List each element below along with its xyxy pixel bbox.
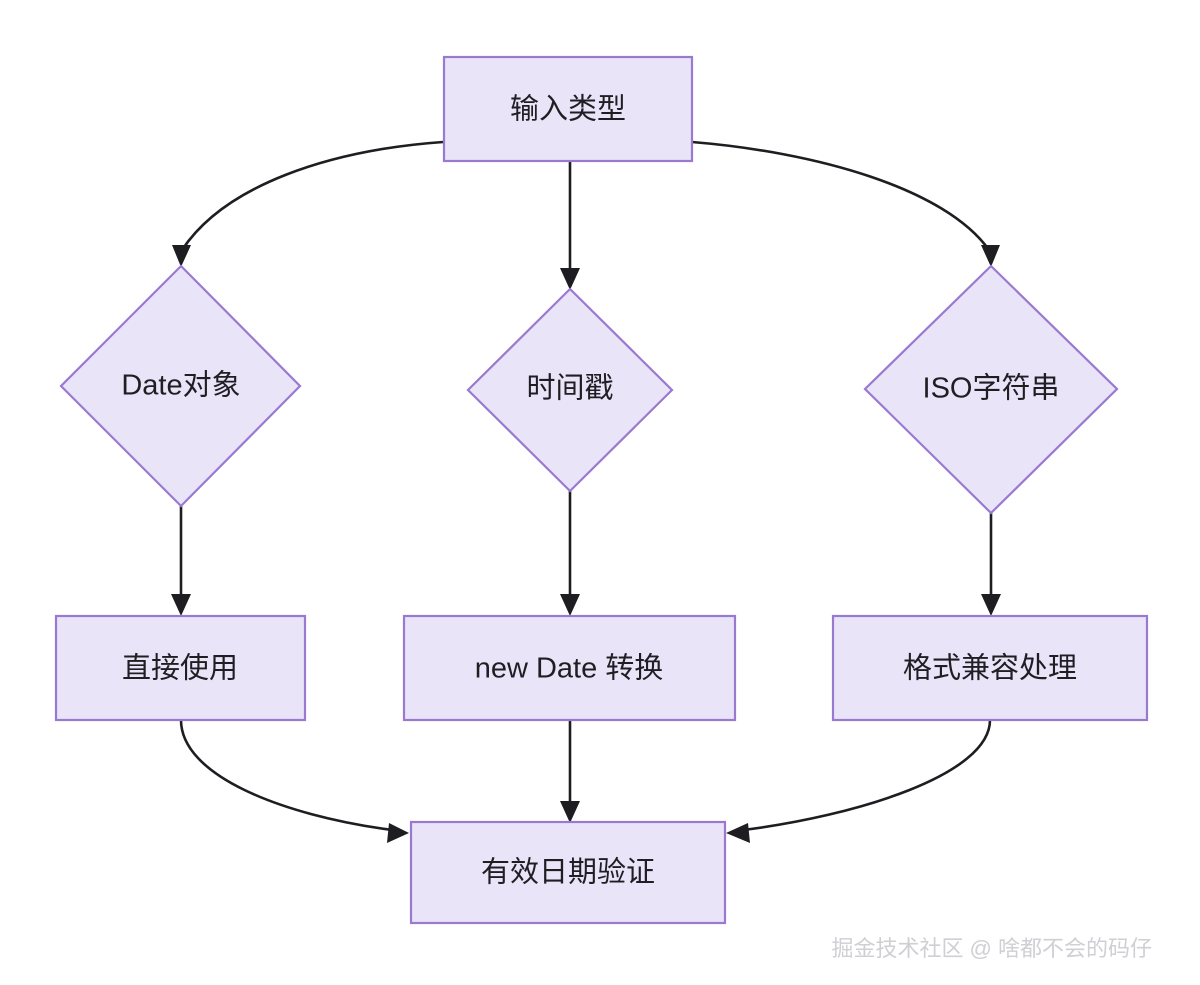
arrowhead-icon xyxy=(560,801,580,823)
edge-timestamp-to-new-date xyxy=(560,491,580,616)
node-format-compat-label: 格式兼容处理 xyxy=(903,652,1077,685)
node-direct-use[interactable]: 直接使用 xyxy=(54,614,307,722)
node-format-compat[interactable]: 格式兼容处理 xyxy=(831,614,1149,722)
arrowhead-icon xyxy=(726,823,750,843)
node-input-type-label: 输入类型 xyxy=(510,93,626,126)
node-new-date[interactable]: new Date 转换 xyxy=(402,614,737,722)
edge-new-date-to-valid-date xyxy=(560,720,580,823)
node-direct-use-shape[interactable] xyxy=(54,614,307,722)
node-format-compat-shape[interactable] xyxy=(831,614,1149,722)
watermark-label: 掘金技术社区 @ 啥都不会的码仔 xyxy=(831,936,1152,961)
node-timestamp-label: 时间戳 xyxy=(526,372,613,405)
node-direct-use-label: 直接使用 xyxy=(122,652,238,685)
edge-format-compat-to-valid-date xyxy=(726,719,992,843)
node-iso-string-label: ISO字符串 xyxy=(923,372,1060,405)
arrowhead-icon xyxy=(981,245,1000,267)
arrowhead-icon xyxy=(560,268,580,290)
edge-direct-use-to-valid-date xyxy=(179,719,409,843)
node-layer: 输入类型 Date对象 时间戳 ISO字符串 直接使用 xyxy=(54,55,1149,925)
arrowhead-icon xyxy=(560,594,580,616)
edge-iso-string-to-format-compat xyxy=(981,513,1001,616)
node-date-object-label: Date对象 xyxy=(121,369,240,402)
node-valid-date[interactable]: 有效日期验证 xyxy=(409,820,727,925)
node-new-date-label: new Date 转换 xyxy=(475,652,664,685)
arrowhead-icon xyxy=(981,594,1001,616)
node-date-object[interactable]: Date对象 xyxy=(59,264,302,508)
node-valid-date-shape[interactable] xyxy=(409,820,727,925)
edge-input-type-to-date-object xyxy=(172,140,444,267)
node-input-type[interactable]: 输入类型 xyxy=(442,55,694,163)
node-valid-date-label: 有效日期验证 xyxy=(481,856,655,889)
edge-date-object-to-direct-use xyxy=(171,506,191,616)
edge-layer xyxy=(171,140,1001,843)
edge-input-type-to-iso-string xyxy=(691,140,1000,267)
arrowhead-icon xyxy=(172,245,191,267)
edge-input-type-to-timestamp xyxy=(560,161,580,290)
arrowhead-icon xyxy=(171,594,191,616)
node-new-date-shape[interactable] xyxy=(402,614,737,722)
node-iso-string[interactable]: ISO字符串 xyxy=(863,264,1119,515)
node-timestamp[interactable]: 时间戳 xyxy=(466,287,674,493)
node-input-type-shape[interactable] xyxy=(442,55,694,163)
node-timestamp-shape[interactable] xyxy=(466,287,674,493)
node-date-object-shape[interactable] xyxy=(59,264,302,508)
node-iso-string-shape[interactable] xyxy=(863,264,1119,515)
arrowhead-icon xyxy=(387,823,409,843)
